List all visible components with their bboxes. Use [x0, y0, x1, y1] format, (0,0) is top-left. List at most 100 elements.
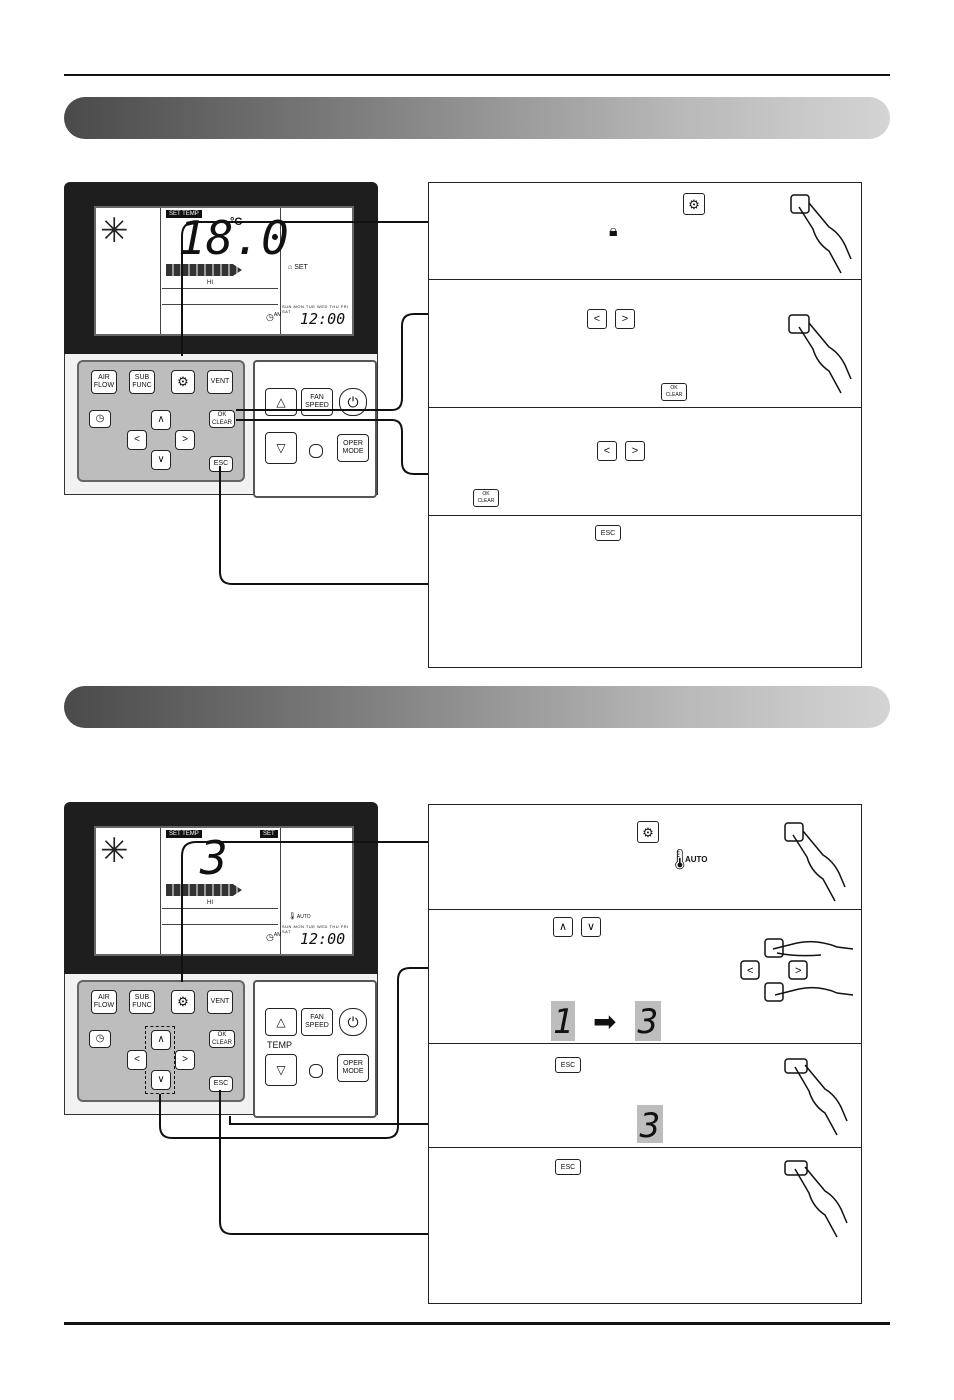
segment-result: 3	[637, 1105, 663, 1146]
right-button[interactable]: >	[175, 430, 195, 450]
power-button[interactable]: ⏻	[339, 388, 367, 416]
right-key: >	[625, 441, 645, 461]
air-flow-button[interactable]: AIR FLOW	[91, 370, 117, 394]
fan-speed-bar	[166, 884, 242, 896]
function-setting-button[interactable]: ⚙	[171, 370, 195, 394]
section-bar-2	[64, 686, 890, 728]
up-button[interactable]: ∧	[151, 410, 171, 430]
segment-to: 3	[635, 1001, 661, 1042]
bottom-rule	[64, 1322, 890, 1325]
am-label: AM	[273, 932, 282, 938]
temp-down-button[interactable]: ▽	[265, 1054, 297, 1086]
air-flow-button[interactable]: AIR FLOW	[91, 990, 117, 1014]
fan-level-label: HI	[207, 900, 213, 906]
weekday-row: SUN MON TUE WED THU FRI SAT	[282, 304, 349, 314]
step-1: ⚙ 🌡︎ AUTO	[429, 805, 861, 910]
lcd-divider	[280, 208, 281, 334]
left-arrow-icon: <	[134, 434, 140, 445]
right-arrow-icon: >	[621, 312, 629, 325]
clock-time: 12:00	[300, 930, 346, 948]
lcd-divider	[280, 828, 281, 954]
temp-up-button[interactable]: △	[265, 1008, 297, 1036]
fan-level-label: HI	[207, 280, 213, 286]
hand-press-icon	[788, 314, 852, 394]
hand-press-arrows-icon: < >	[740, 938, 854, 1002]
left-button[interactable]: <	[127, 1050, 147, 1070]
auto-label: AUTO	[685, 855, 708, 864]
up-key: ∧	[553, 917, 573, 937]
reservation-button[interactable]: ◷	[89, 410, 111, 428]
top-rule	[64, 74, 890, 76]
hand-press-icon	[790, 194, 852, 274]
arrow-icon: ➡	[593, 1006, 617, 1037]
right-key: >	[615, 309, 635, 329]
sub-func-button[interactable]: SUB FUNC	[129, 370, 155, 394]
power-button[interactable]: ⏻	[339, 1008, 367, 1036]
down-arrow-icon: ▽	[276, 441, 286, 455]
gear-icon: ⚙	[642, 824, 654, 840]
auto-label: AUTO	[296, 914, 311, 920]
temp-label: TEMP	[267, 1040, 293, 1050]
lock-set-indicator: ⌂ SET	[288, 264, 308, 271]
down-key: ∨	[581, 917, 601, 937]
up-arrow-icon: △	[276, 395, 286, 409]
right-button[interactable]: >	[175, 1050, 195, 1070]
temp-down-button[interactable]: ▽	[265, 432, 297, 464]
step-4: ESC	[429, 515, 861, 665]
function-setting-button[interactable]: ⚙	[171, 990, 195, 1014]
temp-up-button[interactable]: △	[265, 388, 297, 416]
set-tag: SET	[260, 830, 278, 838]
left-key: <	[597, 441, 617, 461]
hand-press-icon	[784, 1058, 848, 1136]
clock-icon: ◷	[95, 1033, 105, 1044]
up-button[interactable]: ∧	[151, 1030, 171, 1050]
esc-key: ESC	[555, 1057, 581, 1073]
remote-top-panel: ✳ SET TEMP SET 3 HI 🌡︎AUTO SUN MON TUE W…	[64, 802, 378, 974]
vent-button[interactable]: VENT	[207, 370, 233, 394]
left-key: <	[587, 309, 607, 329]
callout-box-2: ⚙ 🌡︎ AUTO ∧ ∨ 1 ➡ 3 < > ESC 3 ESC	[428, 804, 862, 1304]
down-button[interactable]: ∨	[151, 450, 171, 470]
down-arrow-icon: ▽	[276, 1063, 286, 1077]
set-temp-tag: SET TEMP	[166, 210, 202, 218]
right-arrow-icon: >	[631, 444, 639, 457]
clock-icon: ◷AM	[266, 312, 282, 322]
gear-icon: ⚙	[177, 374, 189, 389]
power-icon: ⏻	[347, 394, 359, 410]
hand-press-icon	[784, 1160, 848, 1238]
esc-key: ESC	[595, 525, 621, 541]
status-led	[309, 444, 323, 458]
segment-from: 1	[551, 1001, 575, 1042]
step-4: ESC	[429, 1147, 861, 1303]
left-arrow-icon: <	[603, 444, 611, 457]
up-arrow-icon: ∧	[157, 1034, 165, 1045]
reservation-button[interactable]: ◷	[89, 1030, 111, 1048]
step-3: ESC 3	[429, 1043, 861, 1148]
down-arrow-icon: ∨	[157, 1074, 165, 1085]
set-temp-tag: SET TEMP	[166, 830, 202, 838]
gear-icon: ⚙	[177, 994, 189, 1009]
sub-func-button[interactable]: SUB FUNC	[129, 990, 155, 1014]
left-button[interactable]: <	[127, 430, 147, 450]
status-led	[309, 1064, 323, 1078]
vent-button[interactable]: VENT	[207, 990, 233, 1014]
connector-lines-1	[181, 221, 428, 585]
svg-text:>: >	[795, 965, 801, 977]
step-2: ∧ ∨ 1 ➡ 3 < >	[429, 909, 861, 1044]
up-arrow-icon: ∧	[558, 920, 568, 933]
down-button[interactable]: ∨	[151, 1070, 171, 1090]
clock-icon: ◷AM	[266, 932, 282, 942]
lcd-divider	[160, 828, 161, 954]
left-arrow-icon: <	[134, 1054, 140, 1065]
lcd-display: ✳ SET TEMP 18.0 °C HI ⌂ SET SUN MON TUE …	[94, 206, 354, 336]
